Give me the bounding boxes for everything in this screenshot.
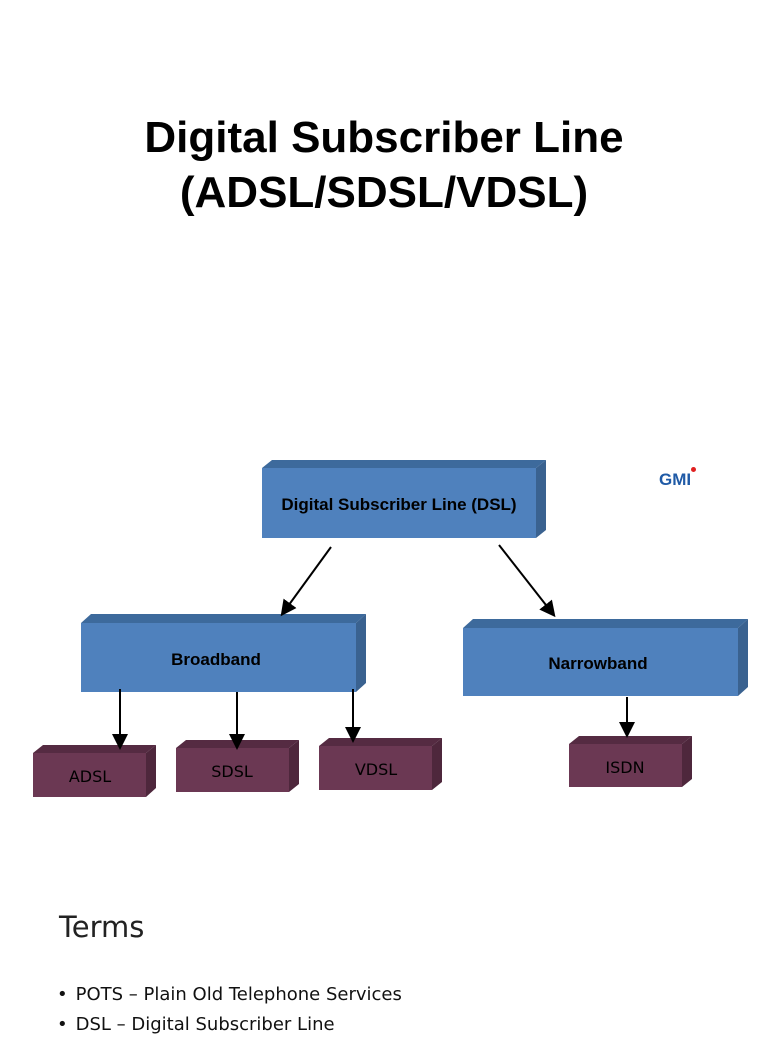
broadband-label: Broadband xyxy=(171,650,261,669)
narrowband-box: Narrowband xyxy=(463,619,748,696)
arrow-dsl-to-broadband xyxy=(280,546,332,617)
terms-list-item: POTS – Plain Old Telephone Services xyxy=(57,982,402,1012)
sdsl-label: SDSL xyxy=(211,762,253,781)
adsl-label: ADSL xyxy=(69,767,111,786)
terms-heading: Terms xyxy=(59,910,145,944)
slide-title-line-1: Digital Subscriber Line xyxy=(144,113,624,162)
arrow-dsl-to-narrowband xyxy=(498,544,556,618)
terms-list-item: DSL – Digital Subscriber Line xyxy=(57,1012,402,1042)
adsl-box: ADSL xyxy=(33,745,156,797)
isdn-box: ISDN xyxy=(569,736,692,787)
broadband-box: Broadband xyxy=(81,614,366,692)
slide-title-line-2: (ADSL/SDSL/VDSL) xyxy=(179,168,589,217)
vdsl-label: VDSL xyxy=(355,760,397,779)
narrowband-label: Narrowband xyxy=(548,654,647,673)
sdsl-box: SDSL xyxy=(176,740,299,792)
dsl-root-label: Digital Subscriber Line (DSL) xyxy=(281,495,516,514)
vdsl-box: VDSL xyxy=(319,738,442,790)
isdn-label: ISDN xyxy=(605,758,644,777)
terms-list: POTS – Plain Old Telephone Services DSL … xyxy=(57,982,402,1042)
logo-dot-icon xyxy=(691,467,696,472)
gmi-logo: GMI xyxy=(659,470,692,489)
dsl-root-box: Digital Subscriber Line (DSL) xyxy=(262,460,546,538)
